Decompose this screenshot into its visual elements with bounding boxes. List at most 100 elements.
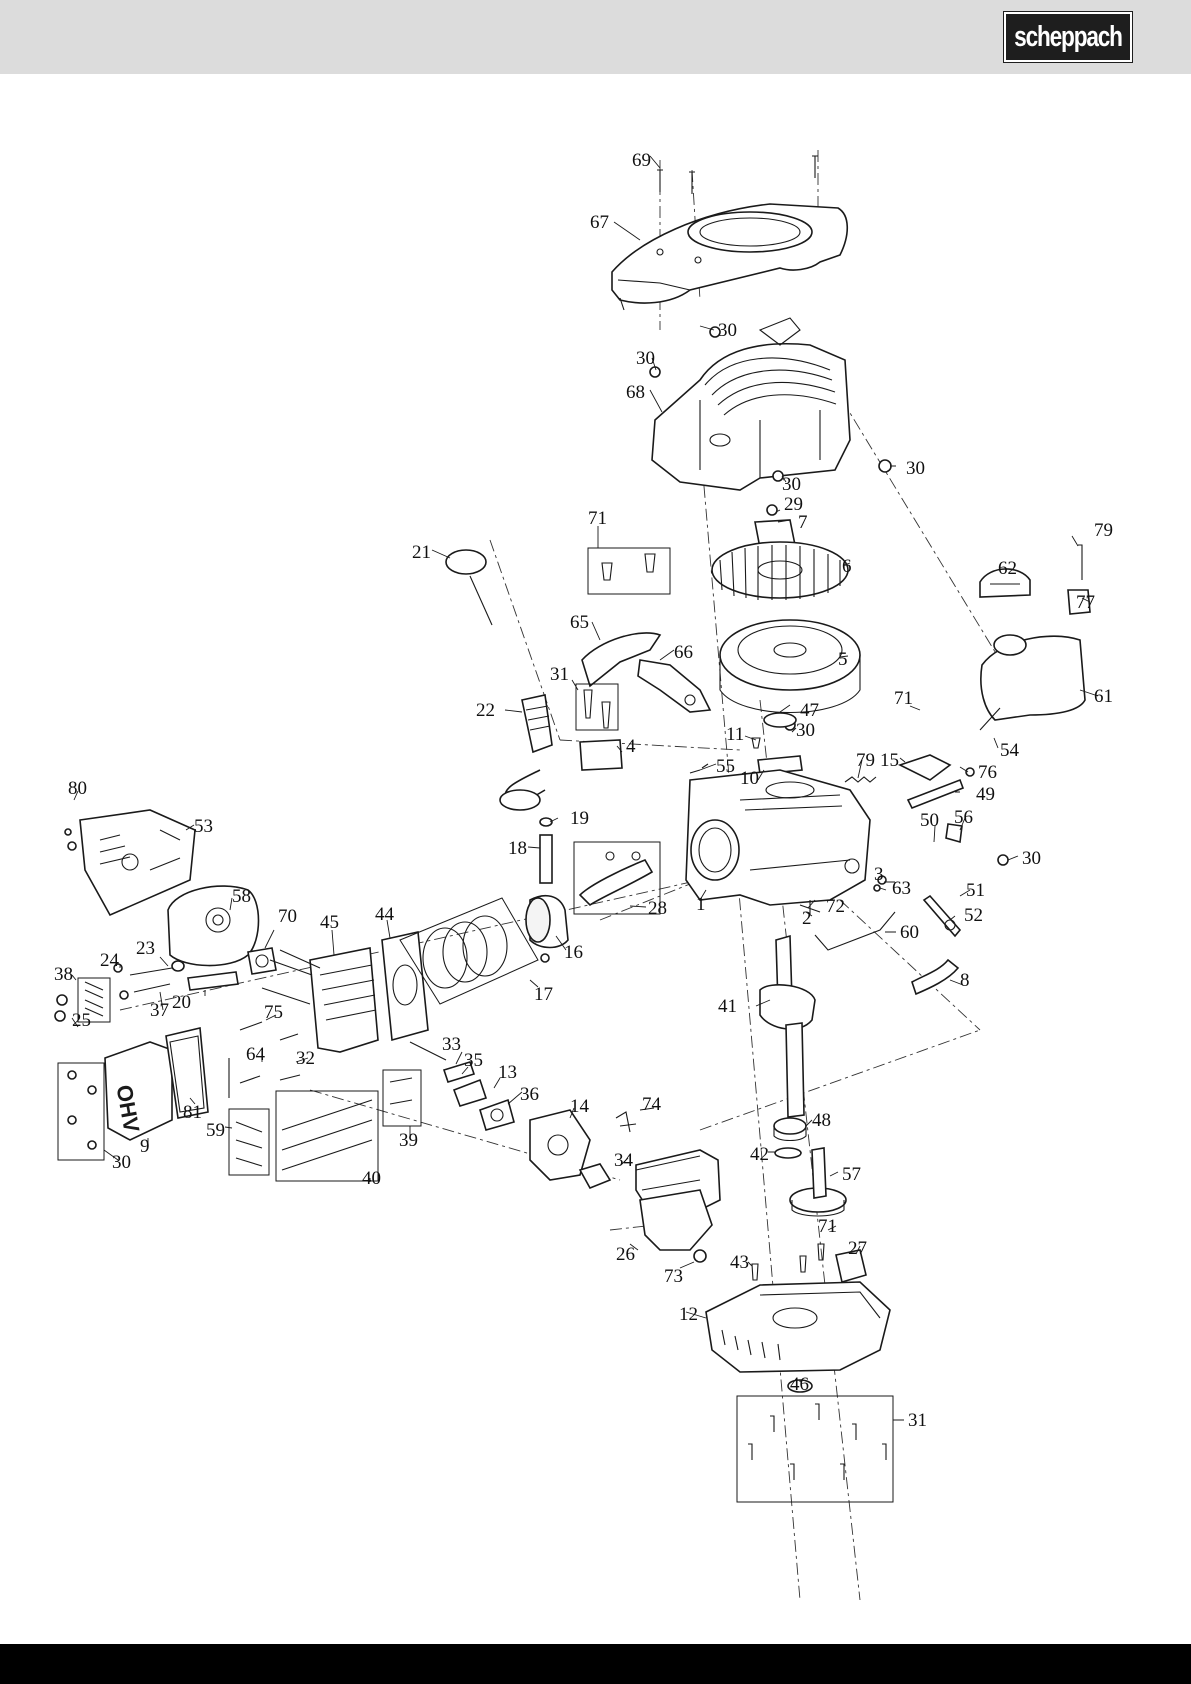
part-45-cylinder-head [262, 948, 378, 1052]
part-label-53: 53 [194, 816, 213, 837]
part-20-spark-plug [188, 972, 238, 990]
part-label-39: 39 [399, 1130, 418, 1151]
part-label-31: 31 [550, 664, 569, 685]
part-label-71: 71 [588, 508, 607, 529]
part-label-57: 57 [842, 1164, 861, 1185]
part-label-70: 70 [278, 906, 297, 927]
part-label-30: 30 [906, 458, 925, 479]
part-label-36: 36 [520, 1084, 539, 1105]
part-label-55: 55 [716, 756, 735, 777]
part-label-43: 43 [730, 1252, 749, 1273]
part-label-6: 6 [842, 556, 852, 577]
part-label-62: 62 [998, 558, 1017, 579]
part-label-63: 63 [892, 878, 911, 899]
part-31-screws-box-upper [576, 684, 618, 730]
part-label-1: 1 [696, 894, 706, 915]
part-label-69: 69 [632, 150, 651, 171]
part-label-10: 10 [740, 768, 759, 789]
part-22-oil-filler-tube [522, 695, 552, 752]
part-label-12: 12 [679, 1304, 698, 1325]
part-34-26-73-air-filter [580, 1150, 720, 1262]
part-label-24: 24 [100, 950, 120, 971]
part-label-51: 51 [966, 880, 985, 901]
part-label-30: 30 [782, 474, 801, 495]
part-21-dipstick [446, 550, 492, 625]
part-label-17: 17 [534, 984, 553, 1005]
header-bar: scheppach [0, 0, 1191, 74]
part-8-breather-hose [912, 960, 958, 994]
part-label-60: 60 [900, 922, 919, 943]
part-label-66: 66 [674, 642, 693, 663]
part-label-74: 74 [642, 1094, 662, 1115]
part-label-33: 33 [442, 1034, 461, 1055]
part-label-45: 45 [320, 912, 339, 933]
part-label-35: 35 [464, 1050, 483, 1071]
part-label-20: 20 [172, 992, 191, 1013]
part-label-76: 76 [978, 762, 997, 783]
part-label-49: 49 [976, 784, 995, 805]
part-57-camshaft-gear [790, 1148, 846, 1216]
part-label-34: 34 [614, 1150, 634, 1171]
part-label-64: 64 [246, 1044, 266, 1065]
part-label-2: 2 [802, 908, 812, 929]
part-label-22: 22 [476, 700, 495, 721]
part-label-5: 5 [838, 649, 848, 670]
part-label-65: 65 [570, 612, 589, 633]
part-label-18: 18 [508, 838, 527, 859]
part-label-40: 40 [362, 1168, 381, 1189]
part-label-28: 28 [648, 898, 667, 919]
scheppach-logo: scheppach [1004, 12, 1132, 62]
part-label-72: 72 [826, 896, 845, 917]
part-label-25: 25 [72, 1010, 91, 1031]
part-31-screws-box-lower [737, 1396, 893, 1502]
part-label-77: 77 [1076, 592, 1095, 613]
part-label-8: 8 [960, 970, 970, 991]
part-label-27: 27 [848, 1238, 867, 1259]
part-label-32: 32 [296, 1048, 315, 1069]
part-label-59: 59 [206, 1120, 225, 1141]
part-67-fan-shroud-cover [612, 204, 847, 310]
part-label-26: 26 [616, 1244, 635, 1265]
part-41-crankshaft [760, 936, 815, 1117]
part-61-62-fuel-tank [980, 545, 1090, 720]
part-label-56: 56 [954, 807, 973, 828]
part-label-7: 7 [798, 512, 808, 533]
part-label-38: 38 [54, 964, 73, 985]
part-label-46: 46 [790, 1374, 809, 1395]
footer-bar [0, 1644, 1191, 1684]
part-13-36-insulator-and-gasket [454, 1080, 514, 1130]
part-label-4: 4 [626, 736, 636, 757]
part-label-11: 11 [726, 724, 744, 745]
exploded-view-diagram: OHV [0, 74, 1191, 1644]
part-label-58: 58 [232, 886, 251, 907]
part-18-19-piston-pin-and-clip [540, 818, 552, 883]
part-label-9: 9 [140, 1136, 150, 1157]
part-label-71: 71 [894, 688, 913, 709]
part-label-79: 79 [1094, 520, 1113, 541]
part-label-44: 44 [375, 904, 395, 925]
part-68-recoil-starter-housing [652, 318, 850, 490]
part-label-30: 30 [796, 720, 815, 741]
part-label-48: 48 [812, 1110, 831, 1131]
part-label-81: 81 [183, 1102, 202, 1123]
part-59-rocker-arms-box [229, 1109, 269, 1175]
part-1-crankcase [686, 770, 870, 905]
part-label-71: 71 [818, 1216, 837, 1237]
part-69-screws [657, 156, 818, 194]
part-label-13: 13 [498, 1062, 517, 1083]
part-9-81-valve-cover-and-gasket: OHV [105, 1028, 208, 1140]
part-label-30: 30 [718, 320, 737, 341]
part-60-governor-rod [815, 912, 895, 950]
part-label-54: 54 [1000, 740, 1020, 761]
part-label-23: 23 [136, 938, 155, 959]
part-label-41: 41 [718, 996, 737, 1017]
part-label-37: 37 [150, 1000, 169, 1021]
part-6-fan [712, 542, 848, 600]
part-16-piston [526, 896, 568, 962]
part-label-21: 21 [412, 542, 431, 563]
part-label-52: 52 [964, 905, 983, 926]
part-label-47: 47 [800, 700, 819, 721]
part-label-61: 61 [1094, 686, 1113, 707]
part-label-31: 31 [908, 1410, 927, 1431]
part-label-30: 30 [636, 348, 655, 369]
